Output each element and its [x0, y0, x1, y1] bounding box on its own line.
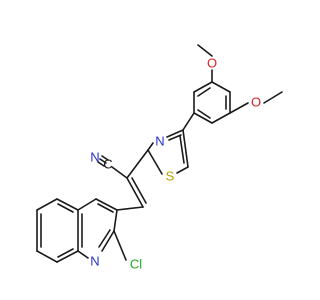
quinoline-pyridine-ring: N — [77, 198, 118, 268]
quinoline-nitrogen-label: N — [90, 253, 99, 268]
chloro-substituent: Cl — [113, 230, 142, 271]
structure-diagram: O O N S N — [36, 44, 283, 271]
methoxy-group-top: O — [197, 44, 217, 83]
nitrile-nitrogen-label: N — [90, 149, 99, 164]
nitrogen-atom-label: N — [155, 133, 164, 148]
dimethoxyphenyl-ring — [193, 81, 231, 124]
thiazole-ring: N S — [147, 112, 195, 183]
nitrile-carbon-label: C — [103, 156, 112, 171]
acrylonitrile-core: N C — [90, 149, 149, 211]
chlorine-atom-label: Cl — [130, 256, 142, 271]
quinoline-benzo-ring — [36, 198, 79, 263]
molecule-canvas: O O N S N — [36, 44, 283, 271]
methoxy-group-side: O — [229, 91, 283, 114]
sulfur-atom-label: S — [166, 168, 175, 183]
oxygen-atom-label: O — [251, 94, 261, 109]
oxygen-atom-label: O — [207, 55, 217, 70]
